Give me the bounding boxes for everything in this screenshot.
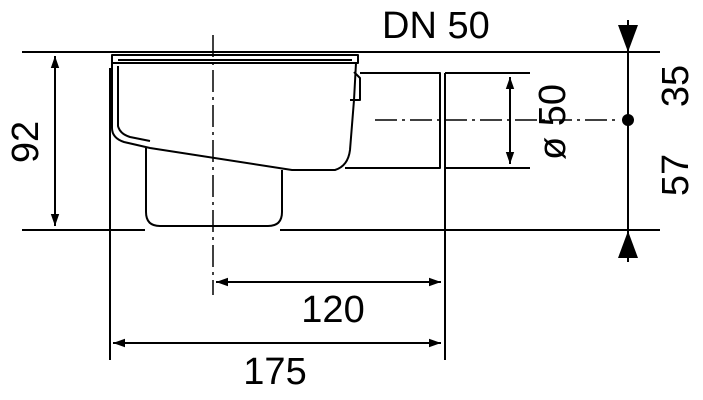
lower-height-label: 57: [655, 154, 697, 196]
chain-bottom-arrow: [618, 231, 638, 258]
pipe-label: DN 50: [382, 5, 490, 47]
bowl-outline: [111, 62, 357, 171]
upper-height-label: 35: [655, 65, 697, 107]
outlet-step: [350, 71, 361, 101]
chain-center-dot: [622, 114, 634, 126]
drain-body: [111, 54, 446, 227]
center-lines: [212, 35, 620, 295]
chain-dim-arrows: [618, 25, 638, 258]
dimension-lines: [50, 20, 629, 348]
chain-top-arrow: [618, 25, 638, 52]
extension-lines: [22, 51, 660, 360]
outlet-pipe: [345, 72, 441, 169]
total-height-label: 92: [5, 121, 47, 163]
sump-outline: [145, 148, 283, 227]
outlet-offset-label: 120: [301, 289, 364, 331]
pipe-diameter-label: ø 50: [532, 84, 574, 160]
total-length-label: 175: [243, 351, 306, 393]
top-flange: [111, 54, 359, 64]
dimension-labels: DN 50 92 35 57 ø 50 120 175: [5, 5, 697, 393]
bowl-inner-line: [117, 66, 151, 142]
